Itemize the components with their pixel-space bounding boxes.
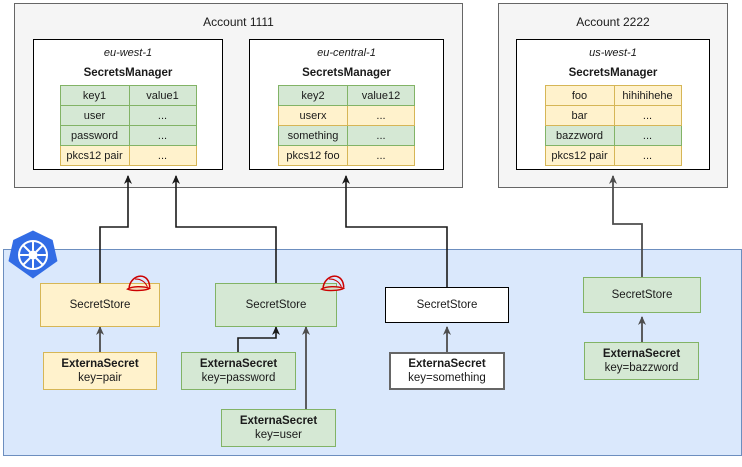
secret-value: ... — [128, 105, 197, 126]
secret-value: ... — [347, 145, 415, 166]
externalsecret-key: key=something — [408, 372, 486, 384]
externalsecret-3[interactable]: ExternaSecret key=user — [221, 409, 336, 447]
secret-key: pkcs12 foo — [278, 145, 348, 166]
externalsecret-title: ExternaSecret — [199, 357, 278, 370]
region-box-us-west-1: us-west-1 SecretsManager foo hihihihehe … — [516, 39, 710, 170]
region-box-eu-central-1: eu-central-1 SecretsManager key2 value12… — [249, 39, 444, 170]
secret-value: ... — [613, 125, 682, 146]
secret-key: bar — [544, 105, 615, 126]
secret-key: pkcs12 pair — [544, 145, 615, 166]
externalsecret-title: ExternaSecret — [61, 357, 139, 370]
externalsecret-1[interactable]: ExternaSecret key=pair — [43, 352, 157, 390]
secret-key: bazzword — [544, 125, 615, 146]
table-row: bar ... — [544, 105, 682, 126]
secret-key: user — [59, 105, 130, 126]
table-row: bazzword ... — [544, 125, 682, 146]
externalsecret-title: ExternaSecret — [602, 347, 681, 360]
secret-key: key2 — [278, 85, 348, 106]
externalsecret-4[interactable]: ExternaSecret key=something — [389, 352, 505, 390]
secrets-table: foo hihihihehe bar ... bazzword ... pkcs… — [544, 85, 682, 166]
helm-icon — [320, 273, 346, 293]
secret-value: ... — [613, 145, 682, 166]
secret-value: ... — [347, 125, 415, 146]
table-row: key2 value12 — [278, 85, 415, 106]
region-box-eu-west-1: eu-west-1 SecretsManager key1 value1 use… — [33, 39, 223, 170]
secret-value: hihihihehe — [613, 85, 682, 106]
externalsecret-title: ExternaSecret — [239, 414, 318, 427]
secretstore-4[interactable]: SecretStore — [583, 277, 701, 313]
region-label: us-west-1 — [589, 47, 637, 59]
region-label: eu-west-1 — [103, 47, 153, 59]
secretstore-3[interactable]: SecretStore — [385, 287, 509, 323]
account-title: Account 2222 — [576, 15, 650, 29]
externalsecret-5[interactable]: ExternaSecret key=bazzword — [584, 342, 699, 380]
externalsecret-2[interactable]: ExternaSecret key=password — [181, 352, 296, 390]
externalsecret-title: ExternaSecret — [408, 357, 486, 370]
secret-value: ... — [128, 125, 197, 146]
secret-value: ... — [128, 145, 197, 166]
secretstore-label: SecretStore — [611, 288, 673, 301]
kubernetes-logo — [8, 229, 58, 281]
table-row: pkcs12 foo ... — [278, 145, 415, 166]
secretstore-label: SecretStore — [416, 298, 478, 311]
secrets-table: key1 value1 user ... password ... pkcs12… — [59, 85, 197, 166]
externalsecret-key: key=password — [201, 372, 276, 384]
table-row: something ... — [278, 125, 415, 146]
externalsecret-key: key=user — [255, 429, 302, 441]
secret-key: pkcs12 pair — [59, 145, 130, 166]
account-title: Account 1111 — [203, 15, 274, 29]
table-row: userx ... — [278, 105, 415, 126]
secret-key: password — [59, 125, 130, 146]
secretstore-label: SecretStore — [69, 298, 131, 311]
service-label: SecretsManager — [568, 67, 658, 79]
externalsecret-key: key=pair — [78, 372, 122, 384]
secrets-table: key2 value12 userx ... something ... pkc… — [278, 85, 415, 166]
secret-key: something — [278, 125, 348, 146]
secret-value: value12 — [347, 85, 415, 106]
secret-key: userx — [278, 105, 348, 126]
table-row: pkcs12 pair ... — [59, 145, 197, 166]
table-row: user ... — [59, 105, 197, 126]
secret-value: ... — [613, 105, 682, 126]
secret-value: ... — [347, 105, 415, 126]
service-label: SecretsManager — [302, 67, 391, 79]
table-row: password ... — [59, 125, 197, 146]
secret-key: key1 — [59, 85, 130, 106]
secretstore-2[interactable]: SecretStore — [215, 283, 337, 327]
table-row: key1 value1 — [59, 85, 197, 106]
helm-icon — [126, 273, 152, 293]
secret-key: foo — [544, 85, 615, 106]
externalsecret-key: key=bazzword — [604, 362, 679, 374]
service-label: SecretsManager — [83, 67, 173, 79]
table-row: pkcs12 pair ... — [544, 145, 682, 166]
region-label: eu-central-1 — [317, 47, 376, 59]
table-row: foo hihihihehe — [544, 85, 682, 106]
secretstore-label: SecretStore — [245, 298, 307, 311]
secret-value: value1 — [128, 85, 197, 106]
